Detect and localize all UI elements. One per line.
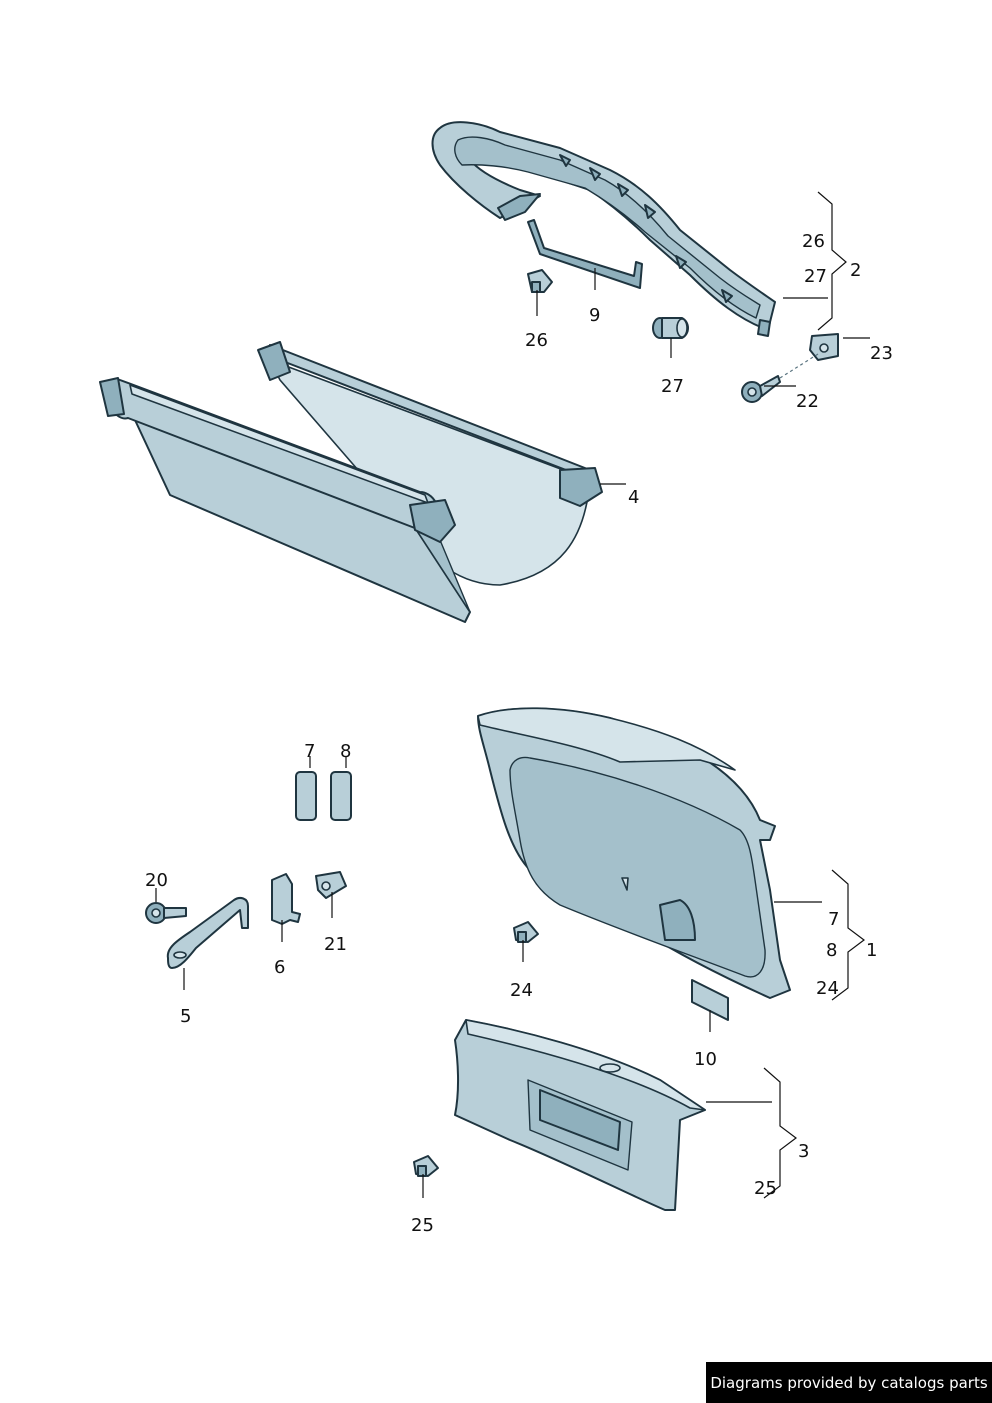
callout-4: 4 bbox=[628, 487, 639, 508]
part-10-pad bbox=[691, 979, 729, 1021]
callout-26: 26 bbox=[525, 330, 548, 351]
leader-lines bbox=[155, 191, 870, 1199]
callout-24: 24 bbox=[510, 980, 533, 1001]
callout-25: 25 bbox=[411, 1215, 434, 1236]
callout-10: 10 bbox=[694, 1049, 717, 1070]
callout-24-group: 24 bbox=[816, 978, 839, 999]
callout-3: 3 bbox=[798, 1141, 809, 1162]
callout-7-group: 7 bbox=[828, 909, 839, 930]
callout-23: 23 bbox=[870, 343, 893, 364]
callout-27-group: 27 bbox=[804, 266, 827, 287]
footer-credit: Diagrams provided by catalogs parts bbox=[706, 1362, 992, 1403]
part-21-nut-clip bbox=[315, 871, 347, 899]
part-20-screw bbox=[145, 902, 187, 924]
part-5-pull-strap bbox=[166, 897, 249, 969]
part-2-frame-trim bbox=[431, 121, 776, 337]
part-1-tailgate-trim bbox=[477, 707, 791, 999]
callout-21: 21 bbox=[324, 934, 347, 955]
callout-22: 22 bbox=[796, 391, 819, 412]
part-27-push-rivet bbox=[652, 317, 689, 339]
part-3-lower-trim bbox=[454, 1019, 706, 1211]
callout-27: 27 bbox=[661, 376, 684, 397]
callout-7-pad: 7 bbox=[304, 741, 315, 762]
part-7-pad bbox=[295, 771, 317, 821]
part-9-seal-strip bbox=[527, 219, 643, 289]
screw-axis-line bbox=[779, 353, 819, 379]
part-24-clip bbox=[513, 921, 539, 943]
callout-1: 1 bbox=[866, 940, 877, 961]
part-22-screw bbox=[741, 375, 781, 403]
callout-8-pad: 8 bbox=[340, 741, 351, 762]
callout-20: 20 bbox=[145, 870, 168, 891]
callout-9: 9 bbox=[589, 305, 600, 326]
callout-5: 5 bbox=[180, 1006, 191, 1027]
part-6-hook bbox=[271, 873, 301, 925]
callout-2: 2 bbox=[850, 260, 861, 281]
callout-labels: 2 26 27 9 26 27 23 22 4 7 8 20 21 6 5 7 … bbox=[145, 231, 893, 1236]
callout-25-group: 25 bbox=[754, 1178, 777, 1199]
callout-26-group: 26 bbox=[802, 231, 825, 252]
part-23-nut-clip bbox=[809, 333, 839, 361]
callout-6: 6 bbox=[274, 957, 285, 978]
part-25-clip bbox=[413, 1155, 439, 1177]
part-8-pad bbox=[330, 771, 352, 821]
part-26-clip bbox=[527, 269, 553, 293]
part-4-luggage-cover bbox=[99, 341, 603, 623]
callout-8-group: 8 bbox=[826, 940, 837, 961]
